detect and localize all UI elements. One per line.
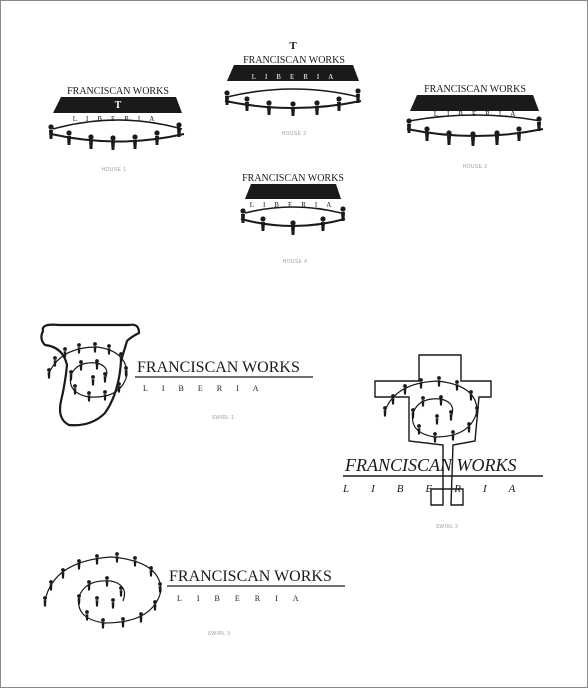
tau-cross-icon: T — [115, 100, 122, 111]
logo-swirl-1: FRANCISCAN WORKS LIBERIA — [40, 323, 313, 427]
people-swirl-icon — [44, 556, 162, 624]
brand-name: FRANCISCAN WORKS — [344, 455, 517, 475]
brand-name: FRANCISCAN WORKS — [137, 359, 300, 376]
tau-cross-icon — [40, 323, 141, 427]
brand-subtitle: LIBERIA — [73, 115, 164, 123]
people-circle-icon — [406, 116, 542, 146]
caption-house-4: HOUSE 4 — [282, 259, 308, 265]
brand-name: FRANCISCAN WORKS — [424, 84, 526, 95]
brand-subtitle: LIBERIA — [434, 110, 525, 118]
brand-name: FRANCISCAN WORKS — [243, 55, 345, 66]
caption-swirl-2: SWIRL 2 — [435, 524, 459, 530]
logo-house-3: FRANCISCAN WORKS LIBERIA — [406, 84, 544, 146]
roof-icon — [245, 184, 341, 199]
roof-icon — [410, 95, 539, 111]
caption-swirl-3: SWIRL 3 — [207, 631, 231, 637]
brand-name: FRANCISCAN WORKS — [242, 173, 344, 184]
roof-icon — [227, 65, 359, 81]
logo-house-1: FRANCISCAN WORKS T LIBERIA — [48, 86, 185, 150]
brand-subtitle: LIBERIA — [252, 73, 343, 81]
logo-house-2: T FRANCISCAN WORKS LIBERIA — [224, 40, 362, 116]
caption-swirl-1: SWIRL 1 — [211, 415, 235, 421]
logo-house-4: FRANCISCAN WORKS LIBERIA — [240, 173, 346, 235]
caption-house-1: HOUSE 1 — [101, 167, 127, 173]
brand-subtitle: LIBERIA — [143, 384, 273, 393]
brand-name: FRANCISCAN WORKS — [169, 568, 332, 585]
people-swirl-icon — [384, 380, 478, 438]
tau-cross-icon — [374, 354, 492, 506]
roof-icon — [53, 97, 182, 113]
brand-subtitle: LIBERIA — [177, 594, 314, 603]
logo-swirl-2: FRANCISCAN WORKS LIBERIA — [342, 354, 543, 506]
brand-subtitle: LIBERIA — [342, 483, 537, 495]
brand-subtitle: LIBERIA — [250, 201, 341, 209]
caption-house-2: HOUSE 2 — [281, 131, 307, 137]
tau-cross-icon: T — [289, 40, 297, 52]
people-circle-icon — [48, 122, 182, 150]
caption-house-3: HOUSE 3 — [462, 164, 488, 170]
brand-name: FRANCISCAN WORKS — [67, 86, 169, 97]
logo-swirl-3: FRANCISCAN WORKS LIBERIA — [43, 552, 345, 629]
